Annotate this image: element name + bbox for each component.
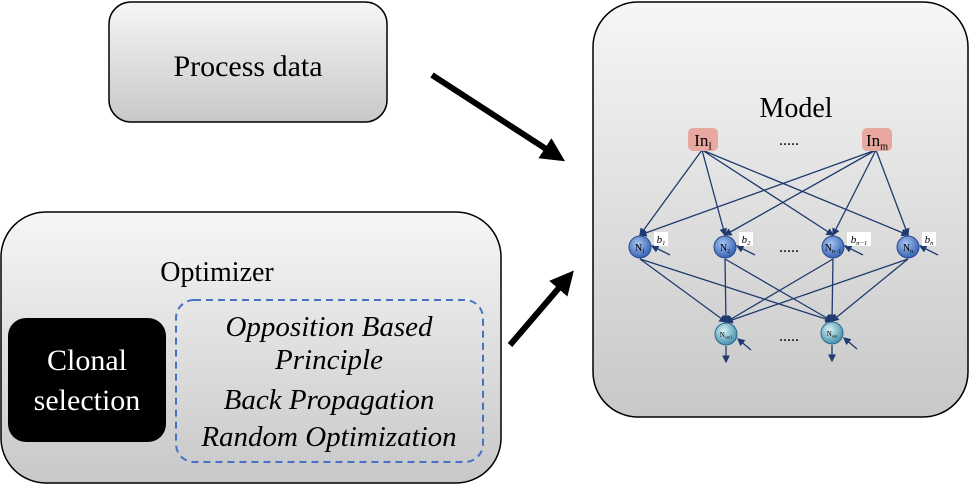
hidden-node-label: Nn (903, 243, 913, 255)
edge (723, 149, 877, 236)
bias-label: b2 (742, 234, 752, 247)
bias-label-bg (654, 232, 668, 246)
method-backprop: Back Propagation (224, 384, 435, 416)
input-node (862, 128, 892, 151)
method-opposition: Opposition Based (225, 311, 433, 343)
bias-label: bn (925, 234, 935, 247)
edge (830, 258, 909, 322)
edge (724, 258, 834, 323)
bias-arrow (843, 337, 858, 350)
bias-label: b1 (657, 234, 666, 247)
edge (701, 149, 835, 236)
hidden-node-label: Nn−1 (825, 243, 842, 255)
input-node-label: Inm (866, 131, 888, 152)
edge (639, 149, 703, 237)
methods-box: Opposition Based Principle Back Propagat… (175, 299, 484, 463)
edge (639, 258, 834, 323)
ellipsis: ..... (779, 239, 799, 256)
hidden-node-label: N2 (720, 243, 730, 255)
output-node-label: Nout (827, 330, 838, 338)
edge (724, 258, 834, 322)
edge (832, 149, 877, 237)
bias-arrow (918, 245, 939, 256)
model-label: Model (759, 93, 832, 124)
clonal-selection-box: Clonal selection (8, 318, 166, 442)
arrow-optimizer-to-model (507, 270, 574, 347)
edge (721, 258, 730, 324)
bias-arrow (650, 245, 671, 256)
output-node (820, 321, 844, 345)
selection-label: selection (34, 384, 141, 417)
hidden-node-label: N1 (635, 243, 645, 255)
hidden-node (821, 235, 845, 259)
optimizer-box: Optimizer Clonal selection Opposition Ba… (0, 211, 502, 484)
edge (828, 258, 837, 323)
edge (724, 258, 909, 324)
hidden-node (628, 235, 652, 259)
input-node-label: InI (694, 131, 712, 152)
edge (639, 258, 728, 323)
bias-label-bg (739, 232, 753, 246)
edge (638, 149, 877, 237)
output-node-label: Nout1 (720, 331, 733, 339)
bias-arrow (735, 245, 756, 256)
process-data-box: Process data (108, 1, 388, 123)
clonal-label: Clonal (47, 344, 127, 377)
ellipsis: ..... (779, 132, 799, 149)
bias-label-bg (922, 232, 936, 246)
ellipsis: ..... (779, 328, 799, 345)
input-node (688, 128, 718, 151)
hidden-node (713, 235, 737, 259)
process-data-label: Process data (173, 50, 322, 83)
bias-label-bg (847, 232, 871, 246)
output-node (714, 322, 738, 346)
bias-arrow (737, 338, 752, 351)
bias-label: bn−1 (851, 234, 868, 247)
hidden-node (896, 235, 920, 259)
bias-arrow (843, 245, 864, 256)
edge (875, 149, 910, 237)
method-random: Random Optimization (200, 421, 456, 453)
optimizer-label: Optimizer (160, 257, 274, 288)
arrow-process-to-model (430, 72, 566, 162)
edge (701, 149, 910, 237)
edge (701, 149, 728, 237)
method-principle: Principle (274, 344, 383, 376)
